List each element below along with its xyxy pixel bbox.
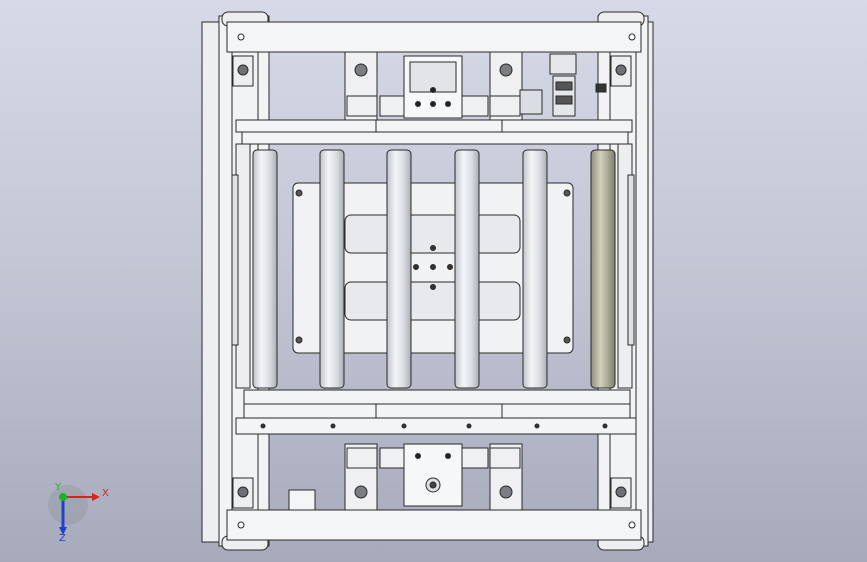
coordinate-triad: X Y Z bbox=[48, 482, 109, 544]
y-axis-origin bbox=[59, 493, 67, 501]
y-axis-label: Y bbox=[54, 482, 62, 493]
conveyor-side-frame bbox=[231, 143, 635, 389]
conveyor-top-rail bbox=[235, 119, 633, 145]
upright-mounts bbox=[232, 55, 632, 509]
roller-4 bbox=[454, 149, 480, 389]
top-mount-bracket bbox=[344, 51, 543, 121]
roller-2 bbox=[319, 149, 345, 389]
conveyor-bottom-rail bbox=[235, 389, 637, 435]
z-axis-label: Z bbox=[59, 533, 66, 544]
roller-6-highlighted bbox=[590, 149, 616, 389]
bottom-mount-bracket bbox=[288, 443, 523, 511]
roller-3 bbox=[386, 149, 412, 389]
roller-5 bbox=[522, 149, 548, 389]
x-axis-label: X bbox=[102, 488, 109, 499]
top-crossbar bbox=[226, 21, 642, 541]
rollers bbox=[252, 149, 616, 389]
roller-1 bbox=[252, 149, 278, 389]
sensor-bracket bbox=[549, 53, 607, 117]
